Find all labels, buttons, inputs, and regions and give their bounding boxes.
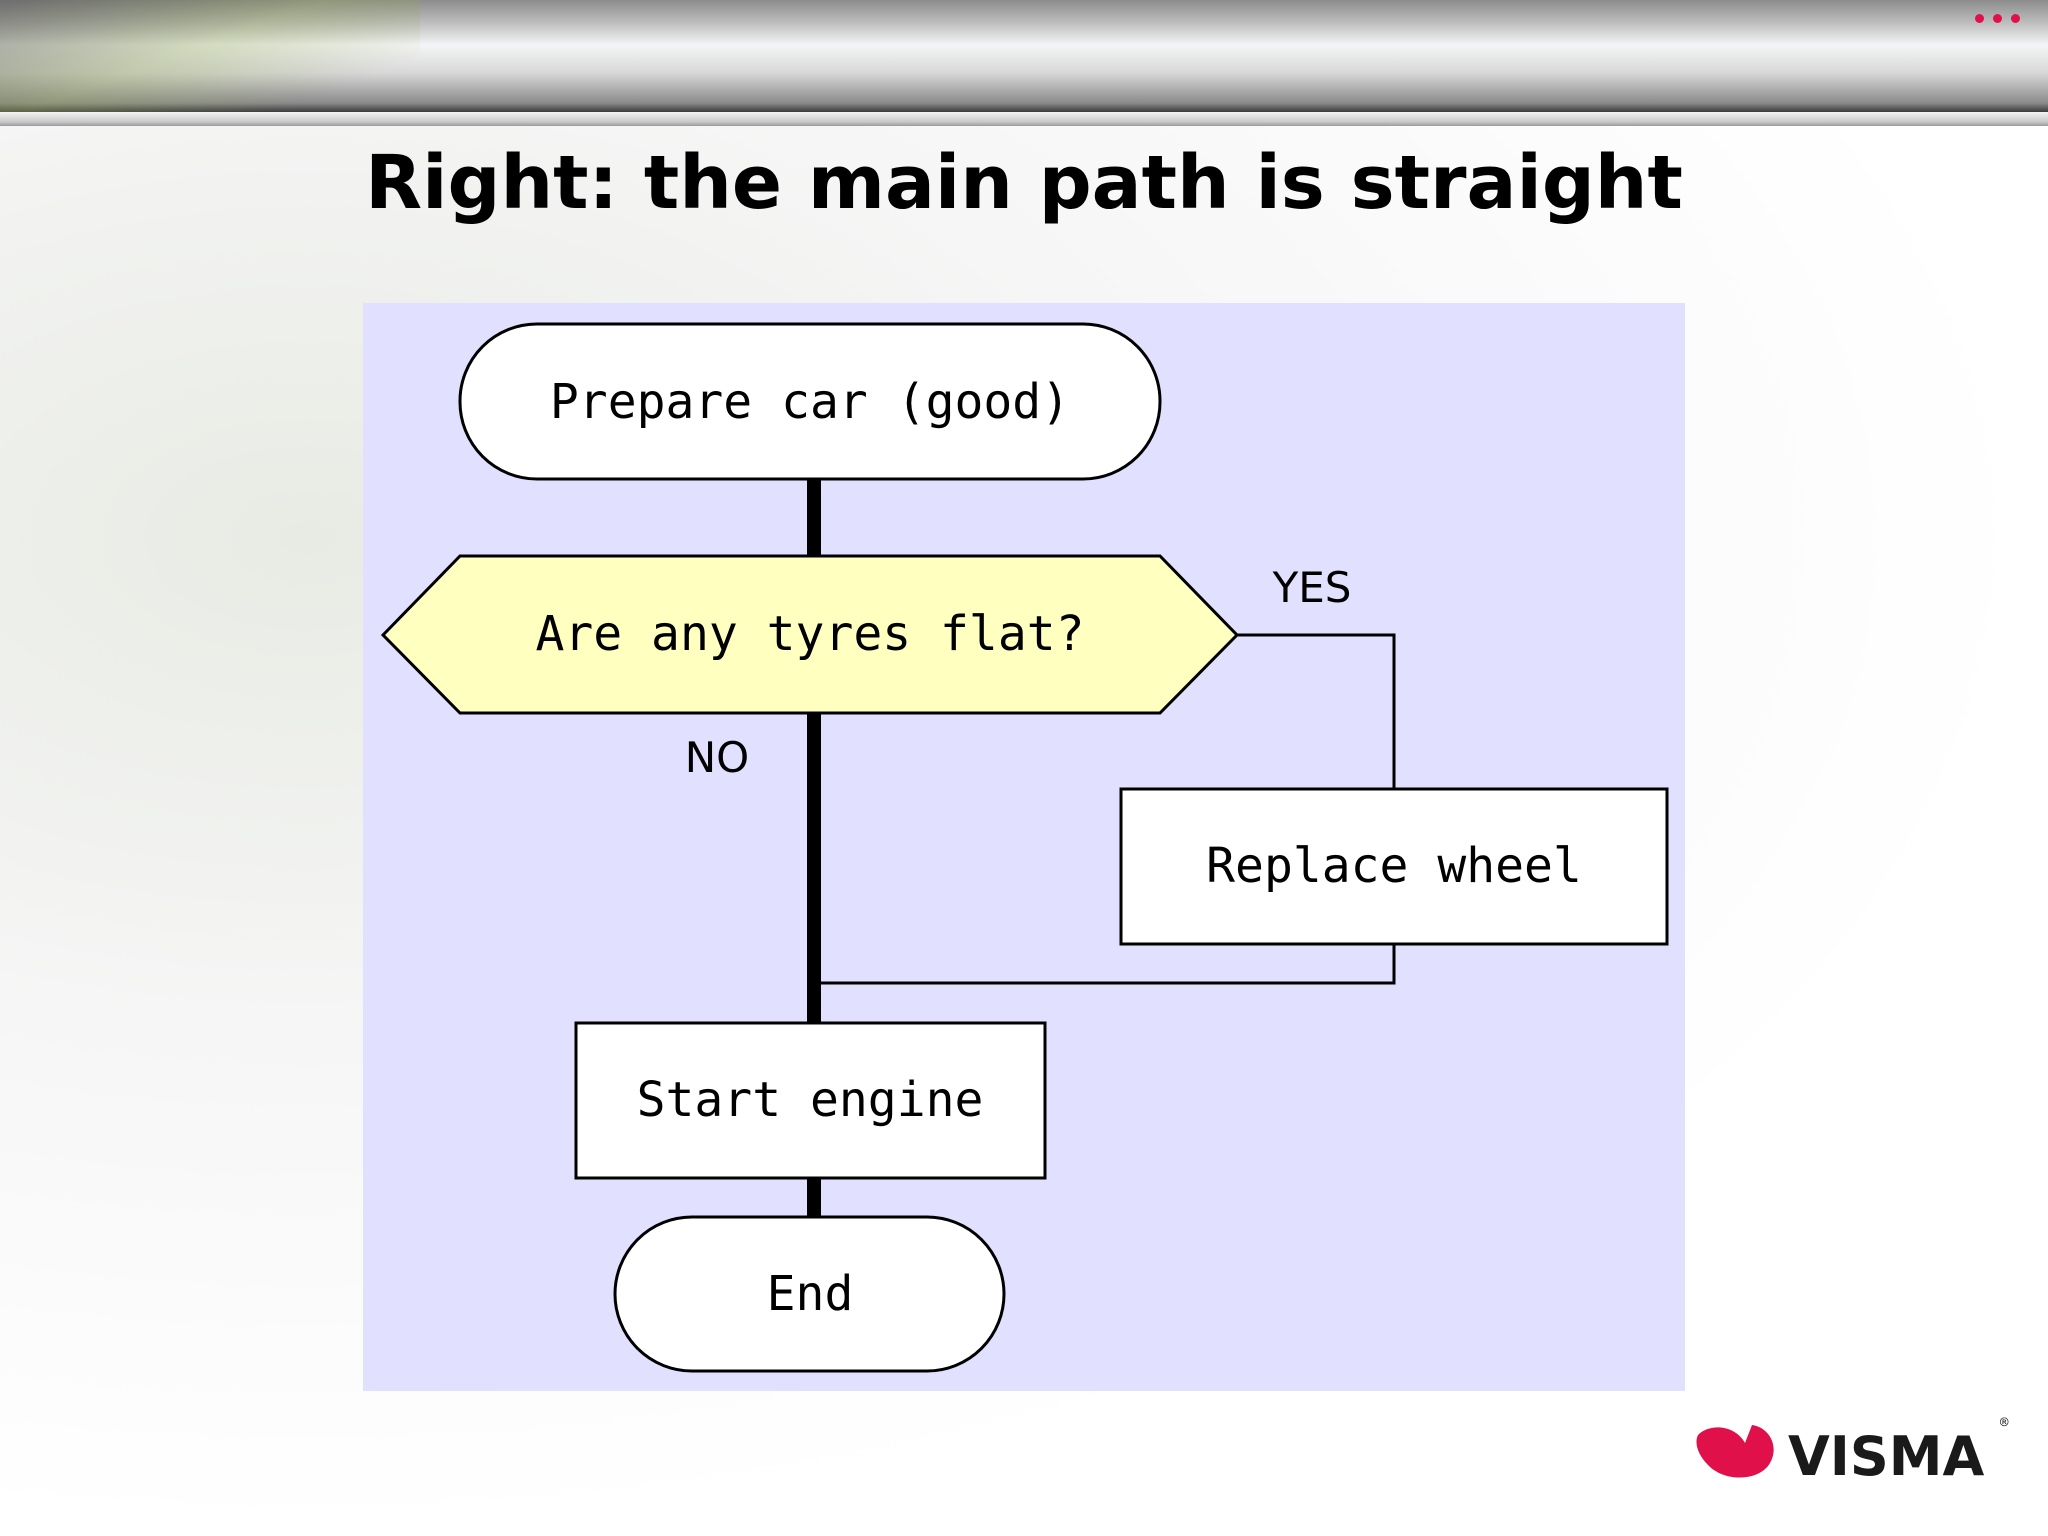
end-terminator [613, 1215, 1006, 1373]
replace-wheel-node [1119, 787, 1669, 946]
header-divider [0, 112, 2048, 126]
replace-wheel-label: Replace wheel [1206, 838, 1582, 894]
header-swoosh-decoration [0, 0, 420, 112]
slide-header-bar [0, 0, 2048, 112]
visma-logo-text: VISMA [1788, 1425, 1985, 1488]
slide-title: Right: the main path is straight [365, 140, 1683, 226]
end-label: End [767, 1266, 854, 1322]
connector-yes-path [1237, 633, 1396, 789]
connector-return-path [814, 944, 1396, 985]
start-engine-label: Start engine [637, 1072, 984, 1128]
menu-dots-icon [1975, 14, 2020, 23]
start-terminator [458, 322, 1162, 481]
flowchart: Prepare car (good) Are any tyres flat? Y… [363, 303, 1685, 1391]
no-label: NO [685, 733, 749, 782]
yes-label: YES [1272, 563, 1352, 612]
visma-logo: VISMA ® [1696, 1415, 2009, 1488]
decision-label: Are any tyres flat? [535, 606, 1084, 662]
start-label: Prepare car (good) [550, 374, 1070, 430]
registered-mark: ® [2000, 1415, 2009, 1431]
visma-logo-mark [1696, 1425, 1774, 1478]
start-engine-node [574, 1021, 1047, 1180]
decision-node [380, 554, 1240, 715]
